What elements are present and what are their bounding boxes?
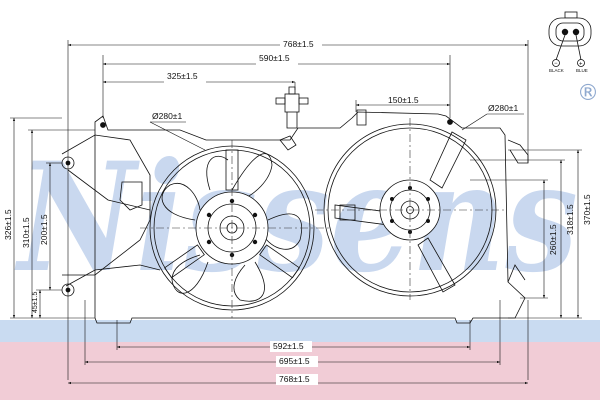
pin-2 bbox=[572, 28, 580, 36]
dim-dia-left: Ø280±1 bbox=[152, 111, 182, 121]
relay-block bbox=[275, 86, 309, 129]
connector-inner bbox=[555, 22, 585, 42]
dim-right-260: 260±1.5 bbox=[548, 224, 558, 255]
dim-top-590: 590±1.5 bbox=[259, 53, 290, 63]
plus-terminal bbox=[577, 59, 585, 67]
brand-watermark: Nissens bbox=[15, 130, 578, 306]
dim-top-768: 768±1.5 bbox=[283, 39, 314, 49]
dim-left-326: 326±1.5 bbox=[3, 209, 13, 240]
connector-plug: − + BLACK BLUE bbox=[548, 11, 592, 73]
blue-band bbox=[0, 320, 600, 342]
minus-terminal bbox=[552, 59, 560, 67]
dim-bottom-695: 695±1.5 bbox=[279, 356, 310, 366]
registered-mark: ® bbox=[577, 81, 599, 106]
dim-right-318: 318±1.5 bbox=[565, 204, 575, 235]
wire-label-black: BLACK bbox=[549, 68, 564, 73]
connector-body bbox=[548, 17, 592, 47]
pin-1 bbox=[561, 28, 569, 36]
connector-tab bbox=[564, 11, 578, 19]
dim-right-150: 150±1.5 bbox=[388, 95, 419, 105]
mount-lug-3 bbox=[100, 122, 106, 128]
dimension-labels: 768±1.5 590±1.5 325±1.5 150±1.5 Ø280±1 Ø… bbox=[3, 39, 592, 385]
dim-left-45: 45±1.5 bbox=[32, 292, 39, 313]
shroud-outline bbox=[61, 109, 529, 324]
mount-lug-4 bbox=[447, 119, 453, 125]
dim-bottom-592: 592±1.5 bbox=[273, 341, 304, 351]
dim-dia-right: Ø280±1 bbox=[488, 103, 518, 113]
center-lines bbox=[140, 118, 505, 318]
dim-top-325: 325±1.5 bbox=[167, 71, 198, 81]
dim-right-370: 370±1.5 bbox=[582, 194, 592, 225]
minus-sign: − bbox=[554, 61, 558, 67]
dim-left-310: 310±1.5 bbox=[21, 217, 31, 248]
wire-label-blue: BLUE bbox=[576, 68, 588, 73]
plus-sign: + bbox=[579, 62, 583, 68]
dim-bottom-768: 768±1.5 bbox=[279, 374, 310, 384]
dim-left-200: 200±1.5 bbox=[39, 214, 49, 245]
